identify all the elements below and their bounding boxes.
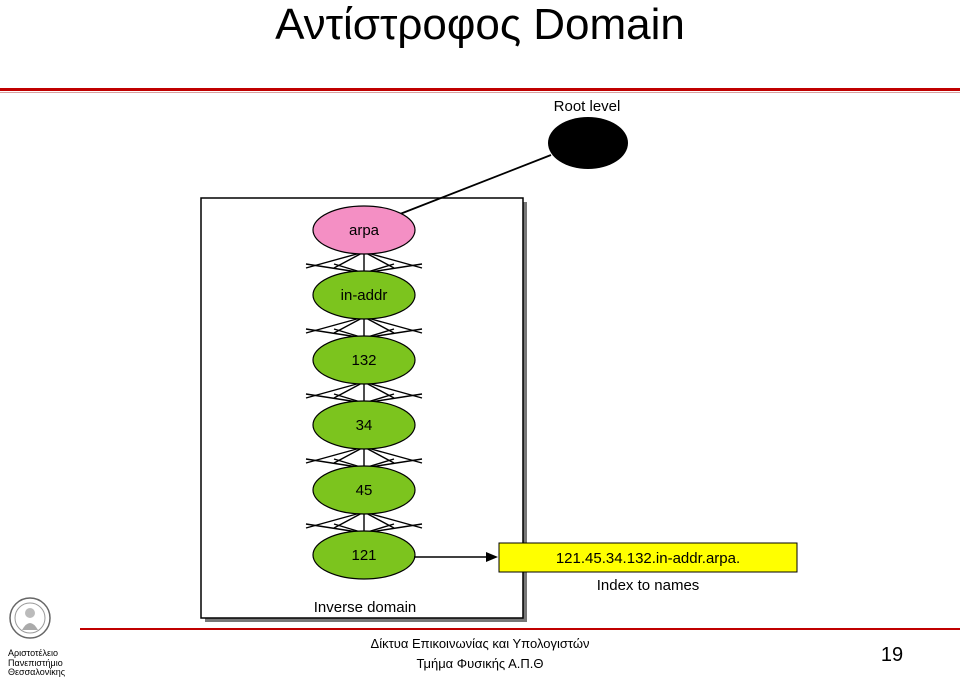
domain-node-45 (312, 465, 416, 515)
slide-title: Αντίστροφος Domain (275, 0, 685, 49)
result-label: 121.45.34.132.in-addr.arpa. (556, 550, 740, 567)
title-divider (0, 88, 960, 91)
footer-department: Τμήμα Φυσικής Α.Π.Θ (416, 656, 544, 671)
domain-node-label: 45 (356, 482, 373, 499)
university-seal-icon (9, 597, 51, 639)
root-level-label: Root level (554, 98, 621, 115)
university-name-line3: Θεσσαλονίκης (8, 667, 66, 677)
domain-node-label: in-addr (341, 287, 388, 304)
domain-node-label: arpa (349, 222, 380, 239)
inverse-domain-label: Inverse domain (314, 599, 417, 616)
university-name-line1: Αριστοτέλειο (8, 648, 59, 658)
footer-course: Δίκτυα Επικοινωνίας και Υπολογιστών (370, 636, 590, 651)
index-to-names-label: Index to names (597, 577, 700, 594)
node-group: arpa in-addr 132 34 45 121 (312, 205, 416, 580)
domain-node-label: 34 (356, 417, 373, 434)
domain-node-34 (312, 400, 416, 450)
domain-node-121 (312, 530, 416, 580)
domain-node-132 (312, 335, 416, 385)
root-node (548, 117, 628, 169)
result-box (498, 542, 798, 573)
root-to-arpa-link (399, 154, 552, 215)
title-divider-shadow (0, 92, 960, 93)
domain-node-label: 121 (351, 547, 376, 564)
footer-divider (80, 628, 960, 630)
domain-node-label: 132 (351, 352, 376, 369)
domain-node-in-addr (312, 270, 416, 320)
result-arrow-head (486, 552, 498, 562)
page-number: 19 (880, 644, 904, 666)
university-name-line2: Πανεπιστήμιο (8, 657, 63, 668)
domain-node-arpa (312, 205, 416, 255)
